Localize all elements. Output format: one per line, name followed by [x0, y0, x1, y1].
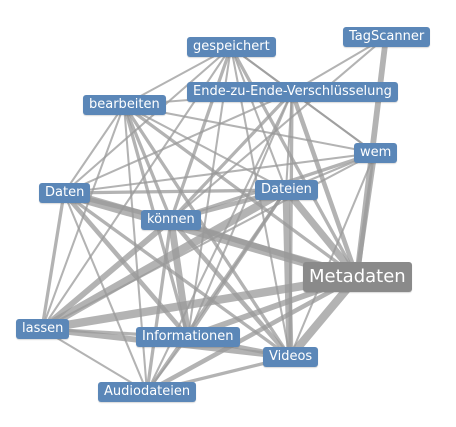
edge-wem-videos [288, 151, 377, 359]
edge-lassen-audiodateien [40, 327, 149, 394]
node-bearbeiten[interactable]: bearbeiten [83, 95, 166, 115]
edge-dateien-audiodateien [145, 188, 288, 394]
node-lassen[interactable]: lassen [16, 319, 70, 339]
edge-bearbeiten-dateien [122, 103, 288, 192]
edge-wem-daten [62, 151, 377, 195]
edge-e2e-koennen [169, 90, 294, 222]
edge-bearbeiten-daten [62, 103, 126, 195]
edge-daten-dateien [62, 188, 288, 195]
edge-e2e-daten [62, 90, 294, 195]
node-tagscanner[interactable]: TagScanner [343, 27, 431, 47]
node-videos[interactable]: Videos [263, 347, 319, 367]
edge-dateien-videos [282, 186, 294, 361]
node-wem[interactable]: wem [354, 143, 398, 163]
node-audiodateien[interactable]: Audiodateien [98, 382, 197, 402]
edge-bearbeiten-koennen [122, 103, 173, 222]
edge-e2e-wem [290, 90, 377, 155]
node-daten[interactable]: Daten [39, 183, 91, 203]
edge-daten-informationen [61, 190, 191, 340]
edge-metadaten-audiodateien [144, 274, 360, 395]
node-informationen[interactable]: Informationen [136, 327, 240, 347]
node-koennen[interactable]: können [141, 210, 201, 230]
edge-gespeichert-daten [62, 45, 233, 195]
node-dateien[interactable]: Dateien [255, 180, 318, 200]
edge-daten-lassen [40, 191, 66, 331]
edge-koennen-videos [168, 217, 293, 360]
node-metadaten[interactable]: Metadaten [303, 262, 412, 292]
node-gespeichert[interactable]: gespeichert [187, 37, 276, 57]
edge-wem-metadaten [354, 150, 378, 280]
node-e2e[interactable]: Ende-zu-Ende-Verschlüsselung [187, 82, 398, 102]
edge-e2e-metadaten [289, 89, 360, 280]
edge-koennen-informationen [167, 216, 192, 341]
edge-bearbeiten-wem [122, 103, 377, 155]
edge-koennen-lassen [39, 217, 174, 332]
